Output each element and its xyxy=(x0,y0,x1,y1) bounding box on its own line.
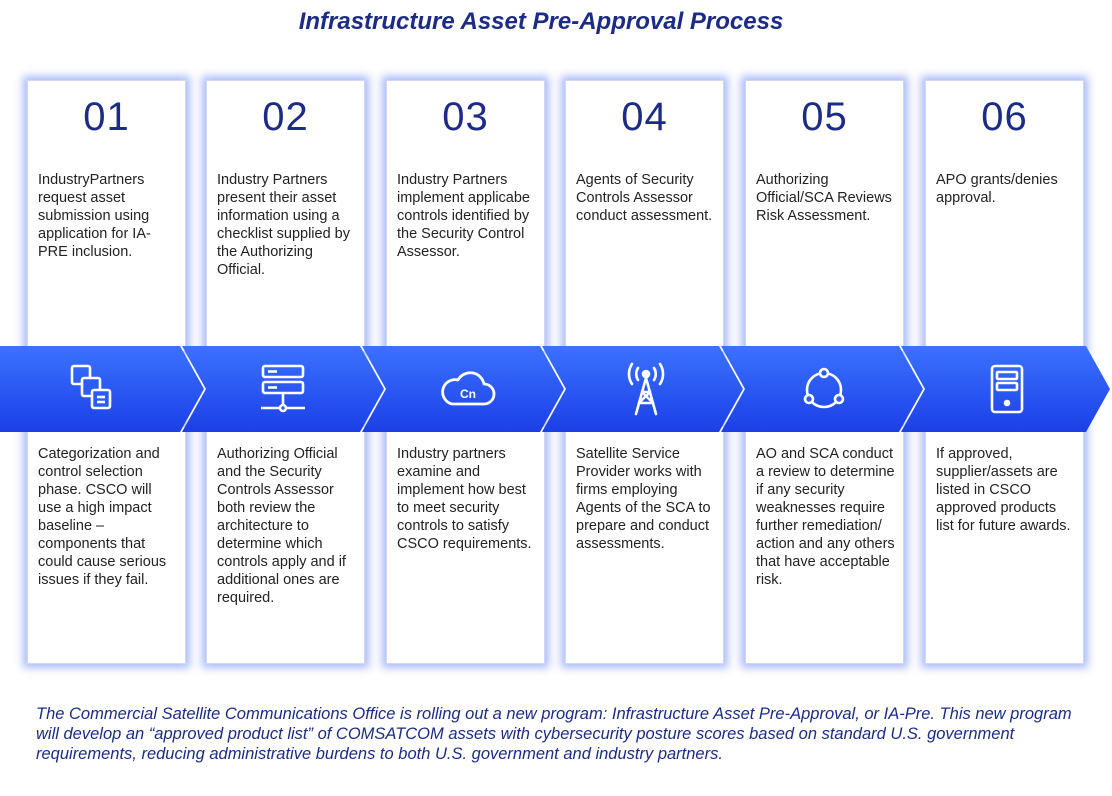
step-detail: Satellite Service Provider works with fi… xyxy=(576,446,711,552)
step-05-top-card: 05 Authorizing Official/SCA Reviews Risk… xyxy=(745,80,904,352)
step-01-bottom-card: Categorization and control selection pha… xyxy=(27,426,186,664)
step-06-bottom-card: If approved, supplier/assets are listed … xyxy=(925,426,1084,664)
satellite-tower-icon xyxy=(627,362,665,416)
step-02-bottom-card: Authorizing Official and the Security Co… xyxy=(206,426,365,664)
program-description: The Commercial Satellite Communications … xyxy=(36,705,1072,763)
step-02-top-card: 02 Industry Partners present their asset… xyxy=(206,80,365,352)
process-arrow-band: Cn xyxy=(0,346,1112,432)
chevron-segment xyxy=(721,346,923,432)
step-description: Authorizing Official/SCA Reviews Risk As… xyxy=(756,172,892,224)
step-03-top-card: 03 Industry Partners implement applicabe… xyxy=(386,80,545,352)
step-description: IndustryPartners request asset submissio… xyxy=(38,172,151,260)
step-number: 02 xyxy=(262,95,309,139)
step-number: 03 xyxy=(442,95,489,139)
step-number: 05 xyxy=(801,95,848,139)
copy-documents-icon xyxy=(70,364,112,410)
cloud-icon-label: Cn xyxy=(460,387,476,401)
step-detail: Categorization and control selection pha… xyxy=(38,446,167,588)
step-number: 01 xyxy=(83,95,130,139)
step-description: Industry Partners implement applicabe co… xyxy=(397,172,530,260)
step-03-bottom-card: Industry partners examine and implement … xyxy=(386,426,545,664)
step-detail: Authorizing Official and the Security Co… xyxy=(217,446,346,606)
step-detail: Industry partners examine and implement … xyxy=(397,446,532,552)
step-detail: AO and SCA conduct a review to determine… xyxy=(756,446,895,588)
step-description: APO grants/denies approval. xyxy=(936,172,1058,206)
step-01-top-card: 01 IndustryPartners request asset submis… xyxy=(27,80,186,352)
step-number: 06 xyxy=(981,95,1028,139)
step-description: Agents of Security Controls Assessor con… xyxy=(576,172,713,224)
step-description: Industry Partners present their asset in… xyxy=(217,172,350,278)
chevron-segment xyxy=(182,346,384,432)
step-number: 04 xyxy=(621,95,668,139)
server-tower-icon xyxy=(990,364,1024,414)
network-cycle-icon xyxy=(803,367,845,409)
server-stack-icon xyxy=(261,364,305,413)
diagram-title: Infrastructure Asset Pre-Approval Proces… xyxy=(298,8,784,35)
chevron-arrows xyxy=(0,346,1110,432)
step-06-top-card: 06 APO grants/denies approval. xyxy=(925,80,1084,352)
step-04-top-card: 04 Agents of Security Controls Assessor … xyxy=(565,80,724,352)
chevron-segment xyxy=(362,346,564,432)
cloud-icon: Cn xyxy=(441,371,496,406)
step-detail: If approved, supplier/assets are listed … xyxy=(936,446,1071,534)
step-04-bottom-card: Satellite Service Provider works with fi… xyxy=(565,426,724,664)
step-05-bottom-card: AO and SCA conduct a review to determine… xyxy=(745,426,904,664)
